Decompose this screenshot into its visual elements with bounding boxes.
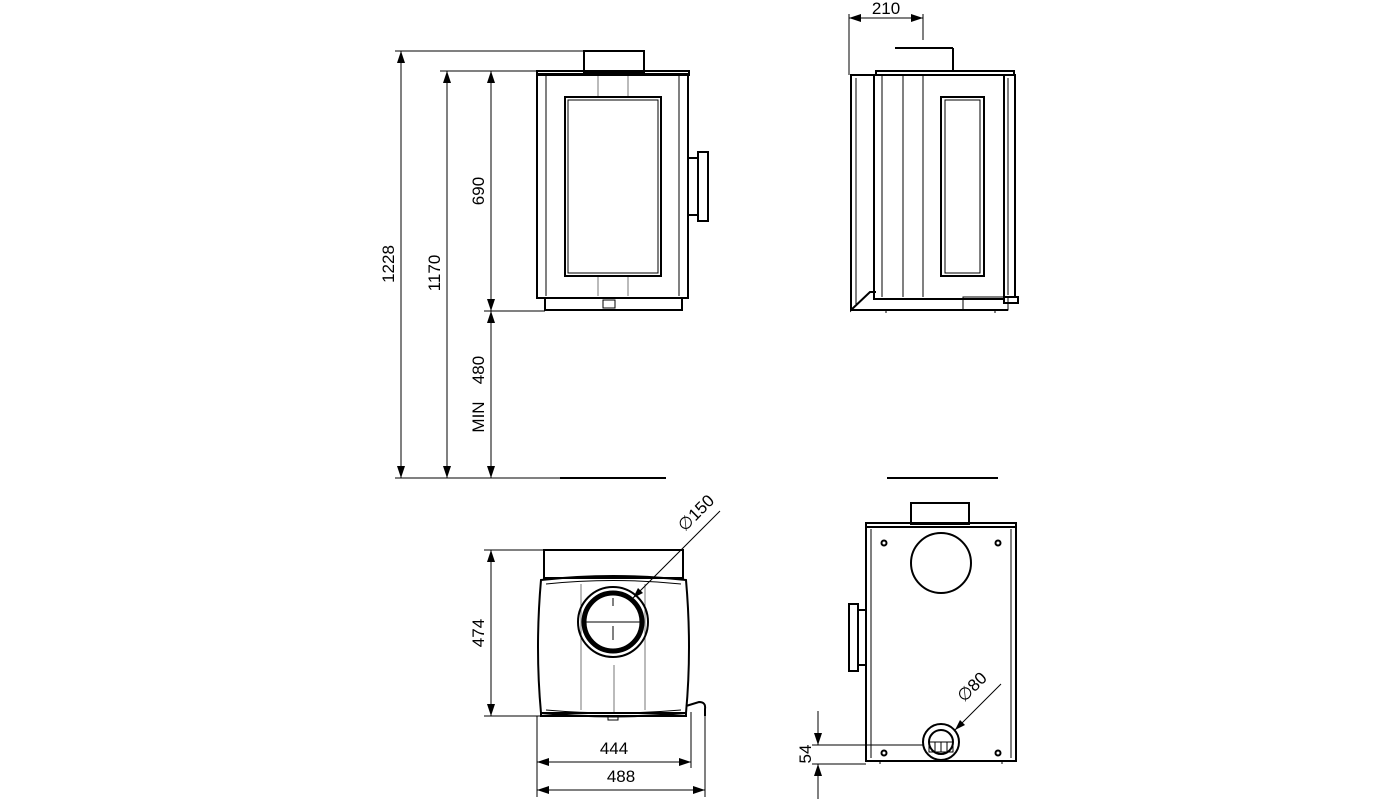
top-flue-ring <box>581 590 645 654</box>
front-flue-collar <box>583 50 645 73</box>
top-body-outline <box>537 575 690 718</box>
dim-body-height: 690 <box>469 177 488 205</box>
dim-inner-width: 444 <box>600 739 628 758</box>
front-view <box>536 50 709 311</box>
rear-flue-outlet <box>910 532 972 594</box>
side-door-edge <box>1003 74 1016 298</box>
rear-side-handle <box>848 603 859 672</box>
front-dimensions: 1228 1170 690 MIN 480 <box>379 50 666 479</box>
front-door-handle <box>697 151 709 222</box>
side-view: 210 <box>848 0 1019 479</box>
dim-outer-width: 488 <box>607 767 635 786</box>
rear-flue-collar <box>910 502 970 525</box>
rear-view: ∅80 54 <box>796 502 1017 799</box>
dim-flue-height: 1170 <box>425 255 444 292</box>
front-body <box>536 73 689 299</box>
dim-depth: 474 <box>469 619 488 647</box>
front-glass-window <box>564 96 662 277</box>
dim-top-offset: 210 <box>872 0 900 18</box>
top-view: ∅150 474 444 488 <box>469 491 721 797</box>
side-glass-window <box>940 96 985 277</box>
top-flue-ring-outer <box>577 586 649 658</box>
dim-air-height: 54 <box>796 745 815 764</box>
dim-total-height: 1228 <box>379 245 398 283</box>
dim-flue-diameter: ∅150 <box>674 491 718 535</box>
top-rear-strip <box>543 549 684 579</box>
dim-min-height: 480 <box>469 356 488 384</box>
dim-min-prefix: MIN <box>469 401 488 432</box>
